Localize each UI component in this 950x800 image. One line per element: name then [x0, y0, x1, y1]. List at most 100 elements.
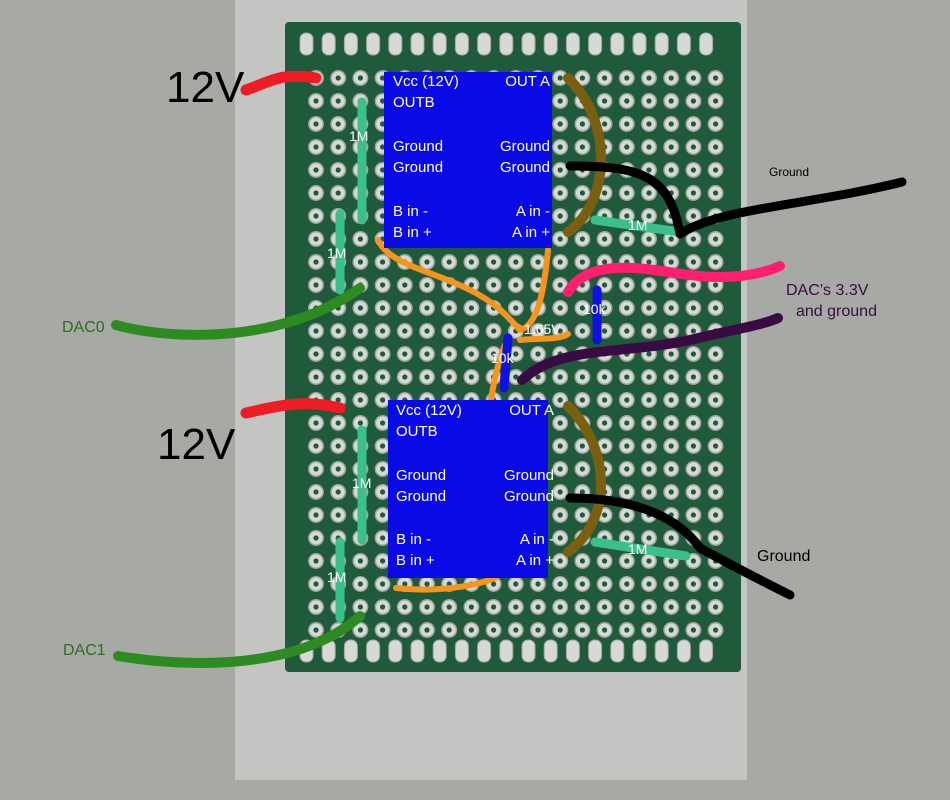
resistor-label-bottom-b-feedback: 1M	[352, 475, 372, 491]
midpoint-voltage-label: 1.65V	[524, 321, 561, 337]
board-hole-center	[535, 604, 541, 610]
board-hole-center	[380, 374, 386, 380]
ground-wire-top	[565, 161, 907, 239]
board-hole-center	[380, 167, 386, 173]
board-hole-center	[313, 489, 319, 495]
board-hole-center	[690, 420, 697, 426]
edge-pad	[432, 639, 447, 663]
edge-pad	[366, 639, 381, 663]
edge-pad	[654, 32, 669, 56]
board-hole-center	[357, 351, 363, 357]
board-hole-center	[557, 558, 563, 564]
board-hole-center	[357, 420, 363, 426]
bottom-amp-pin-outb: OUTB	[396, 423, 438, 440]
edge-pad	[343, 639, 358, 663]
board-hole-center	[446, 305, 452, 311]
resistor-label-divider-top: 10k	[583, 301, 606, 317]
edge-pad	[454, 639, 469, 663]
edge-pad	[610, 32, 625, 56]
board-hole-center	[690, 213, 697, 219]
board-hole-center	[335, 167, 341, 173]
edge-pad	[521, 32, 536, 56]
board-hole-center	[646, 213, 652, 219]
board-hole-center	[690, 581, 697, 587]
resistor-label-top-b-input: 1M	[327, 245, 347, 261]
board-hole-center	[646, 581, 652, 587]
board-hole-center	[602, 397, 608, 403]
board-hole-center	[468, 259, 474, 265]
board-hole-center	[579, 512, 586, 518]
board-hole-center	[646, 190, 652, 196]
board-hole-center	[690, 351, 697, 357]
board-hole-center	[468, 305, 474, 311]
board-hole-center	[380, 144, 386, 150]
board-hole-center	[624, 397, 630, 403]
board-hole-center	[380, 512, 386, 518]
board-hole-center	[690, 282, 697, 288]
edge-pad	[366, 32, 381, 56]
board-hole-center	[313, 236, 319, 242]
edge-pad	[410, 32, 425, 56]
board-hole-center	[557, 443, 563, 449]
top-supply-label: 12V	[166, 63, 245, 112]
supply-wire-top	[240, 70, 322, 96]
board-hole-center	[646, 535, 652, 541]
board-hole-center	[557, 75, 563, 81]
board-hole-center	[335, 466, 341, 472]
board-hole-center	[690, 259, 697, 265]
bias-wire-midpoint	[517, 331, 571, 343]
board-hole-center	[535, 259, 541, 265]
board-hole-center	[713, 351, 719, 357]
board-hole-center	[313, 420, 319, 426]
board-hole-center	[690, 374, 697, 380]
board-hole-center	[491, 259, 497, 265]
board-hole-center	[468, 374, 474, 380]
resistor-label-top-a-feedback: 1M	[628, 217, 648, 233]
edge-pad	[432, 32, 447, 56]
board-hole-center	[535, 627, 541, 633]
top-amp-pin-ground-right-1: Ground	[499, 138, 550, 155]
board-hole-center	[402, 305, 408, 311]
board-hole-center	[624, 75, 630, 81]
board-hole-center	[602, 604, 608, 610]
board-hole-center	[335, 328, 341, 334]
board-hole-center	[402, 581, 408, 587]
top-a-feedback-wire	[563, 73, 606, 237]
board-hole-center	[602, 512, 608, 518]
dac0-wire	[111, 283, 365, 340]
board-hole-center	[380, 581, 386, 587]
board-hole-center	[602, 581, 608, 587]
edge-pad	[699, 639, 714, 663]
board-hole-center	[335, 121, 341, 127]
board-hole-center	[357, 236, 363, 242]
board-hole-center	[713, 144, 719, 150]
board-hole-center	[602, 420, 608, 426]
edge-pad	[543, 32, 558, 56]
board-hole-center	[557, 167, 563, 173]
board-hole-center	[713, 466, 719, 472]
board-hole-center	[446, 259, 452, 265]
board-hole-center	[557, 305, 563, 311]
board-hole-center	[557, 466, 563, 472]
board-hole-center	[313, 558, 319, 564]
board-hole-center	[357, 581, 363, 587]
board-hole-center	[557, 121, 563, 127]
board-hole-center	[313, 259, 319, 265]
edge-pad	[676, 32, 691, 56]
board-hole-center	[313, 351, 319, 357]
board-hole-center	[624, 98, 630, 104]
board-hole-center	[713, 604, 719, 610]
board-hole-center	[690, 512, 697, 518]
board-hole-center	[624, 144, 630, 150]
board-hole-center	[690, 167, 697, 173]
wires	[111, 70, 907, 668]
board-hole-center	[313, 443, 319, 449]
board-hole-center	[668, 305, 674, 311]
board-hole-center	[646, 374, 652, 380]
board-hole-center	[624, 190, 630, 196]
board-hole-center	[513, 374, 519, 380]
board-hole-center	[335, 512, 341, 518]
edge-pad	[343, 32, 358, 56]
board-hole-center	[624, 535, 630, 541]
board-hole-center	[424, 604, 430, 610]
